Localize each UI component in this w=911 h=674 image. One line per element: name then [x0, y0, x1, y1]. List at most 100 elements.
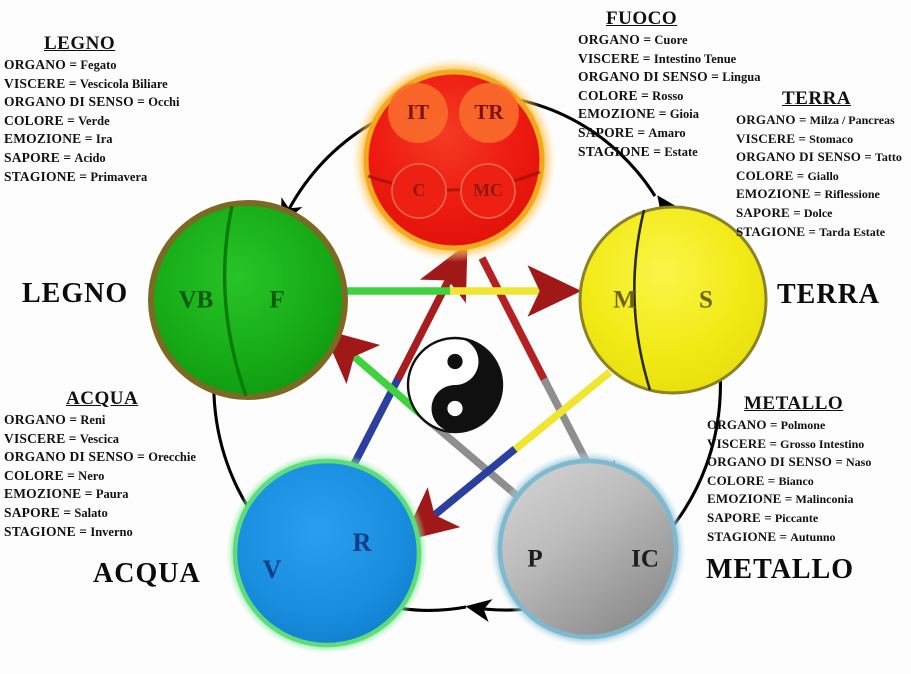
element-circle-acqua[interactable]: V R: [226, 452, 428, 654]
info-title-fuoco: FUOCO: [606, 8, 678, 29]
info-row: COLORE = Nero: [4, 467, 105, 483]
yin-yang-light-dot: [447, 400, 463, 417]
info-key: ORGANO: [736, 112, 796, 127]
info-value: Tatto: [875, 150, 902, 165]
fuoco-sub-circle-it: [388, 83, 448, 143]
info-value: Milza / Pancreas: [809, 113, 895, 127]
info-row: SAPORE = Dolce: [736, 204, 833, 220]
element-circle-legno[interactable]: VB F: [148, 200, 348, 400]
info-value: Inverno: [90, 524, 133, 539]
info-row: STAGIONE = Primavera: [4, 168, 148, 184]
info-value: Gioia: [669, 107, 699, 122]
fuoco-sub-circle-tr: [459, 83, 519, 143]
info-value: Bianco: [778, 473, 814, 488]
terra-divider: [633, 209, 652, 391]
element-circle-terra[interactable]: M S: [578, 205, 768, 395]
info-value: Amaro: [648, 125, 686, 140]
info-row: ORGANO = Milza / Pancreas: [736, 112, 895, 127]
metallo-body: [497, 458, 679, 640]
element-name-metallo: METALLO: [706, 554, 855, 585]
organ-label-ic: IC: [631, 546, 659, 573]
element-circle-fuoco[interactable]: IT TR C MC: [352, 58, 556, 262]
info-key: ORGANO DI SENSO: [707, 454, 833, 470]
info-block-metallo: METALLO ORGANO = Polmone VISCERE = Gross…: [707, 393, 911, 546]
info-value: Primavera: [90, 169, 148, 184]
info-value: Stomaco: [809, 131, 854, 146]
info-row: ORGANO DI SENSO = Orecchie: [4, 449, 196, 465]
info-key: EMOZIONE: [736, 186, 811, 202]
info-row: COLORE = Rosso: [578, 87, 684, 103]
info-value: Intestino Tenue: [653, 51, 737, 66]
element-name-terra: TERRA: [777, 279, 881, 310]
info-title-metallo: METALLO: [744, 393, 844, 414]
info-value: Vescica: [79, 431, 119, 446]
info-key: ORGANO: [578, 32, 640, 47]
info-value: Autunno: [790, 529, 836, 544]
yin-yang-dark-dot: [447, 353, 463, 370]
info-key: ORGANO: [4, 412, 66, 427]
info-value: Polmone: [780, 418, 826, 432]
element-name-legno: LEGNO: [22, 278, 129, 309]
info-row: SAPORE = Acido: [4, 149, 106, 165]
info-row: VISCERE = Vescicola Biliare: [4, 75, 168, 91]
ko-arrow-segment-to: [394, 243, 468, 381]
info-key: COLORE: [578, 87, 638, 103]
info-value: Grosso Intestino: [780, 436, 865, 451]
organ-label-tr: TR: [474, 100, 504, 124]
info-block-legno: LEGNO ORGANO = Fegato VISCERE = Vescicol…: [4, 33, 219, 186]
info-row: ORGANO DI SENSO = Lingua: [578, 69, 761, 85]
info-row: VISCERE = Vescica: [4, 430, 119, 446]
info-value: Piccante: [774, 510, 819, 525]
organ-label-s: S: [699, 287, 713, 314]
ko-arrow-segment-from: [425, 417, 525, 503]
organ-label-c: C: [413, 180, 426, 200]
organ-label-m: M: [613, 287, 637, 314]
info-row: SAPORE = Salato: [4, 504, 108, 520]
info-row: COLORE = Bianco: [707, 472, 814, 488]
info-key: EMOZIONE: [4, 486, 82, 502]
info-key: SAPORE: [736, 204, 790, 220]
fuoco-sub-circle-mc: [460, 163, 516, 219]
info-row: STAGIONE = Inverno: [4, 523, 133, 539]
info-value: Rosso: [652, 88, 684, 103]
info-key: ORGANO DI SENSO: [4, 449, 134, 465]
legno-divider: [222, 205, 248, 397]
organ-label-r: R: [353, 528, 372, 557]
info-key: COLORE: [4, 467, 64, 483]
info-row: COLORE = Giallo: [736, 167, 839, 183]
organ-label-f: F: [269, 287, 284, 314]
element-circle-metallo[interactable]: P IC: [490, 451, 686, 647]
ko-arrow-segment-to: [402, 446, 518, 542]
yin-yang-icon: [406, 336, 504, 434]
info-value: Ira: [95, 132, 113, 147]
info-value: Vescicola Biliare: [79, 76, 168, 91]
organ-label-it: IT: [407, 100, 429, 124]
info-row: VISCERE = Stomaco: [736, 130, 854, 146]
info-value: Nero: [78, 468, 105, 483]
info-row: STAGIONE = Tarda Estate: [736, 223, 886, 239]
info-key: COLORE: [707, 472, 765, 488]
info-value: Orecchie: [148, 450, 196, 465]
info-title-legno: LEGNO: [44, 33, 116, 54]
info-title-terra: TERRA: [782, 88, 852, 109]
info-block-acqua: ACQUA ORGANO = Reni VISCERE = Vescica OR…: [4, 388, 224, 541]
info-key: ORGANO DI SENSO: [578, 69, 708, 85]
info-value: Salato: [74, 505, 108, 520]
info-row: SAPORE = Piccante: [707, 509, 819, 525]
info-key: EMOZIONE: [4, 131, 82, 147]
info-value: Tarda Estate: [819, 224, 886, 239]
info-key: COLORE: [4, 112, 64, 128]
legno-body: [148, 200, 348, 400]
ko-arrow-segment-from: [509, 369, 613, 455]
info-key: STAGIONE: [736, 223, 806, 239]
info-row: ORGANO DI SENSO = Occhi: [4, 94, 180, 110]
info-key: STAGIONE: [578, 143, 650, 159]
info-value: Dolce: [803, 205, 833, 220]
fuoco-divider: [367, 170, 541, 192]
ko-arrow-terra-to-acqua: [402, 369, 613, 542]
info-row: EMOZIONE = Paura: [4, 486, 129, 502]
info-key: ORGANO DI SENSO: [4, 94, 134, 110]
info-value: Paura: [95, 487, 129, 502]
info-key: SAPORE: [4, 149, 60, 165]
